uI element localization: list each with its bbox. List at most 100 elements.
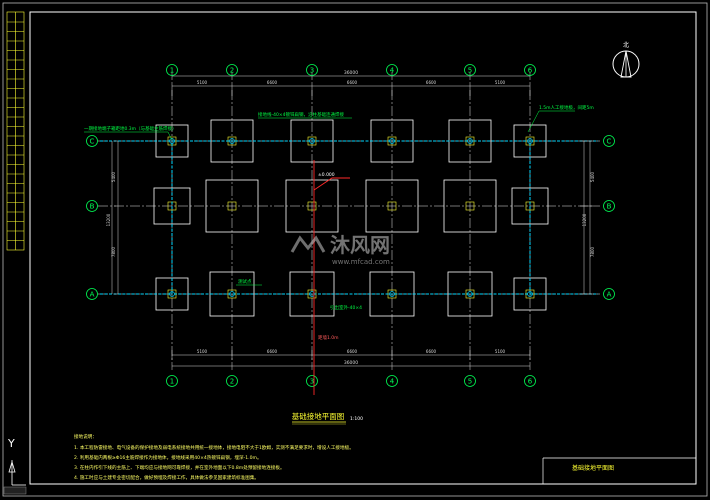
earthing-ring [100, 138, 598, 297]
axis-label-col: 4 [390, 67, 395, 75]
span-dim-top: 6600 [267, 80, 278, 85]
axis-bubble-col [464, 64, 476, 76]
note-4: 4. 施工时应与土建专业密切配合，做好预埋及焊接工作，具体做法参见国家建筑标准图… [74, 474, 259, 481]
axis-label-col: 2 [230, 378, 234, 386]
notes-block: 接地说明： 1. 本工程防雷接地、电气设备的保护接地及弱电系统接地共用统一接地体… [74, 433, 354, 481]
earth-electrode [229, 291, 235, 297]
span-dim-top: 6600 [347, 80, 358, 85]
axis-label-col: 1 [170, 67, 174, 75]
earth-electrode [467, 138, 473, 144]
north-label: 北 [623, 41, 629, 49]
title-scale: 1:100 [350, 416, 363, 422]
axis-bubble-col [226, 375, 238, 387]
axis-label-col: 5 [468, 378, 472, 386]
drawing-title: 基础接地平面图 1:100 [292, 411, 363, 425]
axis-bubble-row [603, 200, 615, 212]
axis-bubble-col [386, 375, 398, 387]
svg-text:Y: Y [7, 437, 15, 450]
watermark: 沐风网 www.mfcad.com [290, 233, 390, 266]
axis-label-col: 6 [528, 378, 533, 386]
earthing-ring-line [171, 140, 531, 295]
earth-electrode [169, 291, 175, 297]
total-dim-top: 36000 [344, 70, 358, 76]
column [387, 201, 397, 211]
dimension-lines: 5100510066006600660066006600660051005100… [106, 70, 595, 370]
axis-bubble-col [166, 375, 178, 387]
axis-label-row: B [607, 203, 612, 211]
axis-bubble-col [166, 64, 178, 76]
span-dim-top: 6600 [426, 80, 437, 85]
axis-label-col: 2 [230, 67, 234, 75]
axis-label-row: B [90, 203, 95, 211]
notes-heading: 接地说明： [74, 433, 97, 440]
span-dim-bottom: 6600 [267, 349, 278, 354]
foundation-pads [153, 119, 549, 317]
watermark-url: www.mfcad.com [332, 258, 390, 266]
earth-electrode [527, 138, 533, 144]
axis-label-row: C [607, 138, 612, 146]
north-arrow: 北 [612, 41, 640, 78]
layout-tab[interactable] [3, 486, 27, 495]
side-dim-total: 13200 [582, 213, 587, 226]
axis-label-col: 1 [170, 378, 174, 386]
axis-bubble-col [524, 64, 536, 76]
axis-label-row: A [607, 291, 612, 299]
axis-bubble-col [464, 375, 476, 387]
axis-bubble-col [226, 64, 238, 76]
watermark-text: 沐风网 [330, 233, 390, 257]
title-block-text: 基础接地平面图 [572, 464, 614, 472]
note-3: 3. 在柱内作引下线的主筋上、下端均应与接地网可靠焊接，并在室外地面以下0.8m… [74, 464, 285, 471]
span-dim-top: 5100 [197, 80, 208, 85]
earth-electrode [389, 138, 395, 144]
axis-bubble-col [306, 375, 318, 387]
annotation-6: 距墙1.0m [318, 334, 339, 341]
side-dim-lower: 7800 [111, 246, 116, 257]
side-dim-upper: 5400 [590, 171, 595, 182]
earth-electrode [527, 291, 533, 297]
annotation-1: 一期接地端子箱距地0.3m（与基础主筋焊接） [84, 125, 177, 132]
span-dim-bottom: 6600 [426, 349, 437, 354]
side-dim-lower: 7800 [590, 246, 595, 257]
earth-electrode [169, 138, 175, 144]
axis-label-col: 4 [390, 378, 395, 386]
foundation-pad [205, 179, 259, 233]
axis-bubble-row [86, 288, 98, 300]
title-block: 基础接地平面图 [542, 457, 696, 484]
foundation-pad [285, 179, 339, 233]
ucs-icon: Y [7, 437, 26, 486]
axis-label-col: 5 [468, 67, 472, 75]
column [465, 201, 475, 211]
span-dim-bottom: 6600 [347, 349, 358, 354]
annotation-4: 测试点 [238, 278, 252, 285]
title-text: 基础接地平面图 [292, 411, 345, 421]
axis-label-col: 6 [528, 67, 533, 75]
annotations: 一期接地端子箱距地0.3m（与基础主筋焊接） 接地线-40×4镀锌扁钢，沿柱基础… [84, 104, 594, 341]
note-1: 1. 本工程防雷接地、电气设备的保护接地及弱电系统接地共用统一接地体，接地电阻不… [74, 444, 354, 451]
column [227, 201, 237, 211]
axis-bubble-col [306, 64, 318, 76]
foundation-pad [443, 179, 497, 233]
column [307, 201, 317, 211]
downlead-leader [313, 160, 350, 395]
axis-bubble-col [386, 64, 398, 76]
total-dim-bottom: 36000 [344, 360, 358, 366]
side-dim-total: 13200 [106, 213, 111, 226]
axis-bubble-col [524, 375, 536, 387]
axis-label-col: 3 [310, 378, 314, 386]
axis-bubble-row [603, 135, 615, 147]
annotation-5: 引出室外-40×4 [330, 304, 362, 311]
axis-label-row: C [90, 138, 95, 146]
axis-bubble-row [603, 288, 615, 300]
span-dim-bottom: 5100 [197, 349, 208, 354]
annotation-2: 接地线-40×4镀锌扁钢，沿柱基础连通焊接 [258, 111, 344, 118]
axis-label-row: A [90, 291, 95, 299]
earth-electrode [467, 291, 473, 297]
span-dim-bottom: 5100 [495, 349, 506, 354]
annotation-3: 1.5m人工接地极，间距5m [539, 104, 594, 111]
elev-label: ±0.000 [318, 172, 335, 178]
earth-electrode [309, 138, 315, 144]
axis-bubble-row [86, 200, 98, 212]
